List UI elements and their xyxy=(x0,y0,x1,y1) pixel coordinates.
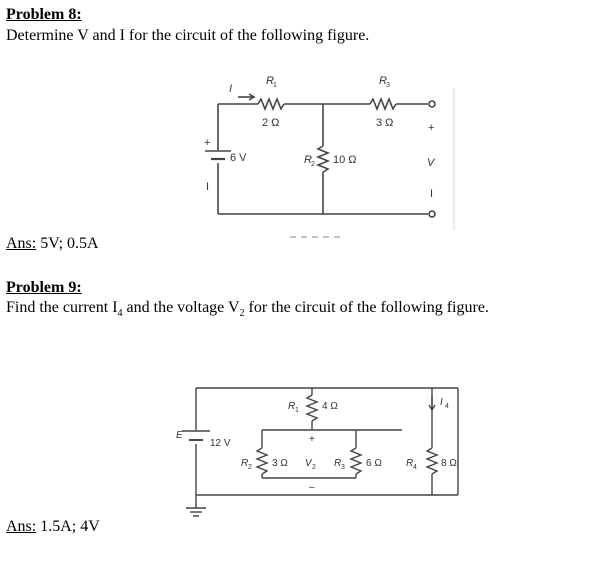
p8-r3-name: R xyxy=(379,75,387,87)
p9-source-name: E xyxy=(176,430,183,441)
problem8-answer: Ans: 5V; 0.5A xyxy=(6,235,99,253)
problem9-answer: Ans: 1.5A; 4V xyxy=(6,518,100,536)
p9-r2-value: 3 Ω xyxy=(272,458,288,469)
p9-v2-plus: + xyxy=(309,434,315,445)
p9-r4-name: R xyxy=(406,458,413,469)
p8-out-minus: I xyxy=(430,188,433,200)
p8-r1-name: R xyxy=(266,75,274,87)
p9-r1-value: 4 Ω xyxy=(322,401,338,412)
p9-v2-sub: 2 xyxy=(312,464,316,471)
problem9-statement-part3: for the circuit of the following figure. xyxy=(244,299,489,316)
problem9-statement-part1: Find the current I xyxy=(6,299,118,316)
p9-i4-name: I xyxy=(440,397,443,408)
p9-r2-sub: 2 xyxy=(248,464,252,471)
p9-i4-sub: 4 xyxy=(445,403,449,410)
p9-r4-value: 8 Ω xyxy=(441,458,457,469)
problem9-statement-part2: and the voltage V xyxy=(122,299,240,316)
p8-out-plus: + xyxy=(428,122,434,134)
p9-r3-sub: 3 xyxy=(341,464,345,471)
p8-r3-sub: 3 xyxy=(386,82,390,89)
p9-v2-name: V xyxy=(305,458,313,469)
p8-r1-sub: 1 xyxy=(273,82,277,89)
p9-r1-name: R xyxy=(288,401,295,412)
p9-source-value: 12 V xyxy=(210,438,231,449)
problem8-answer-value: 5V; 0.5A xyxy=(36,235,99,252)
problem9-statement-sub2: 2 xyxy=(239,308,245,320)
problem8-statement: Determine V and I for the circuit of the… xyxy=(6,27,370,44)
problem9-answer-label: Ans: xyxy=(6,518,37,535)
problem9-heading: Problem 9: xyxy=(6,279,82,296)
problem9-statement-sub1: 4 xyxy=(117,308,123,320)
problem8-heading: Problem 8: xyxy=(6,6,82,23)
p8-r3-value: 3 Ω xyxy=(376,117,393,129)
problem9-statement: Find the current I4 and the voltage V2 f… xyxy=(6,299,489,323)
p8-r2-name: R xyxy=(304,154,312,166)
p8-out-voltage: V xyxy=(427,157,436,169)
p8-source-value: 6 V xyxy=(230,152,247,164)
p9-r4-sub: 4 xyxy=(413,464,417,471)
p8-current-label: I xyxy=(229,83,232,95)
p8-source-minus: I xyxy=(206,181,209,193)
p9-r3-name: R xyxy=(334,458,341,469)
p8-r2-value: 10 Ω xyxy=(333,154,357,166)
p9-v2-minus: – xyxy=(309,482,315,493)
p9-r2-name: R xyxy=(241,458,248,469)
p8-source-plus: + xyxy=(204,137,210,149)
p9-r1-sub: 1 xyxy=(295,407,299,414)
problem8-answer-label: Ans: xyxy=(6,235,37,252)
p9-r3-value: 6 Ω xyxy=(366,458,382,469)
p8-r1-value: 2 Ω xyxy=(262,117,279,129)
problem9-answer-value: 1.5A; 4V xyxy=(36,518,100,535)
p8-r2-sub: 2 xyxy=(311,161,315,168)
